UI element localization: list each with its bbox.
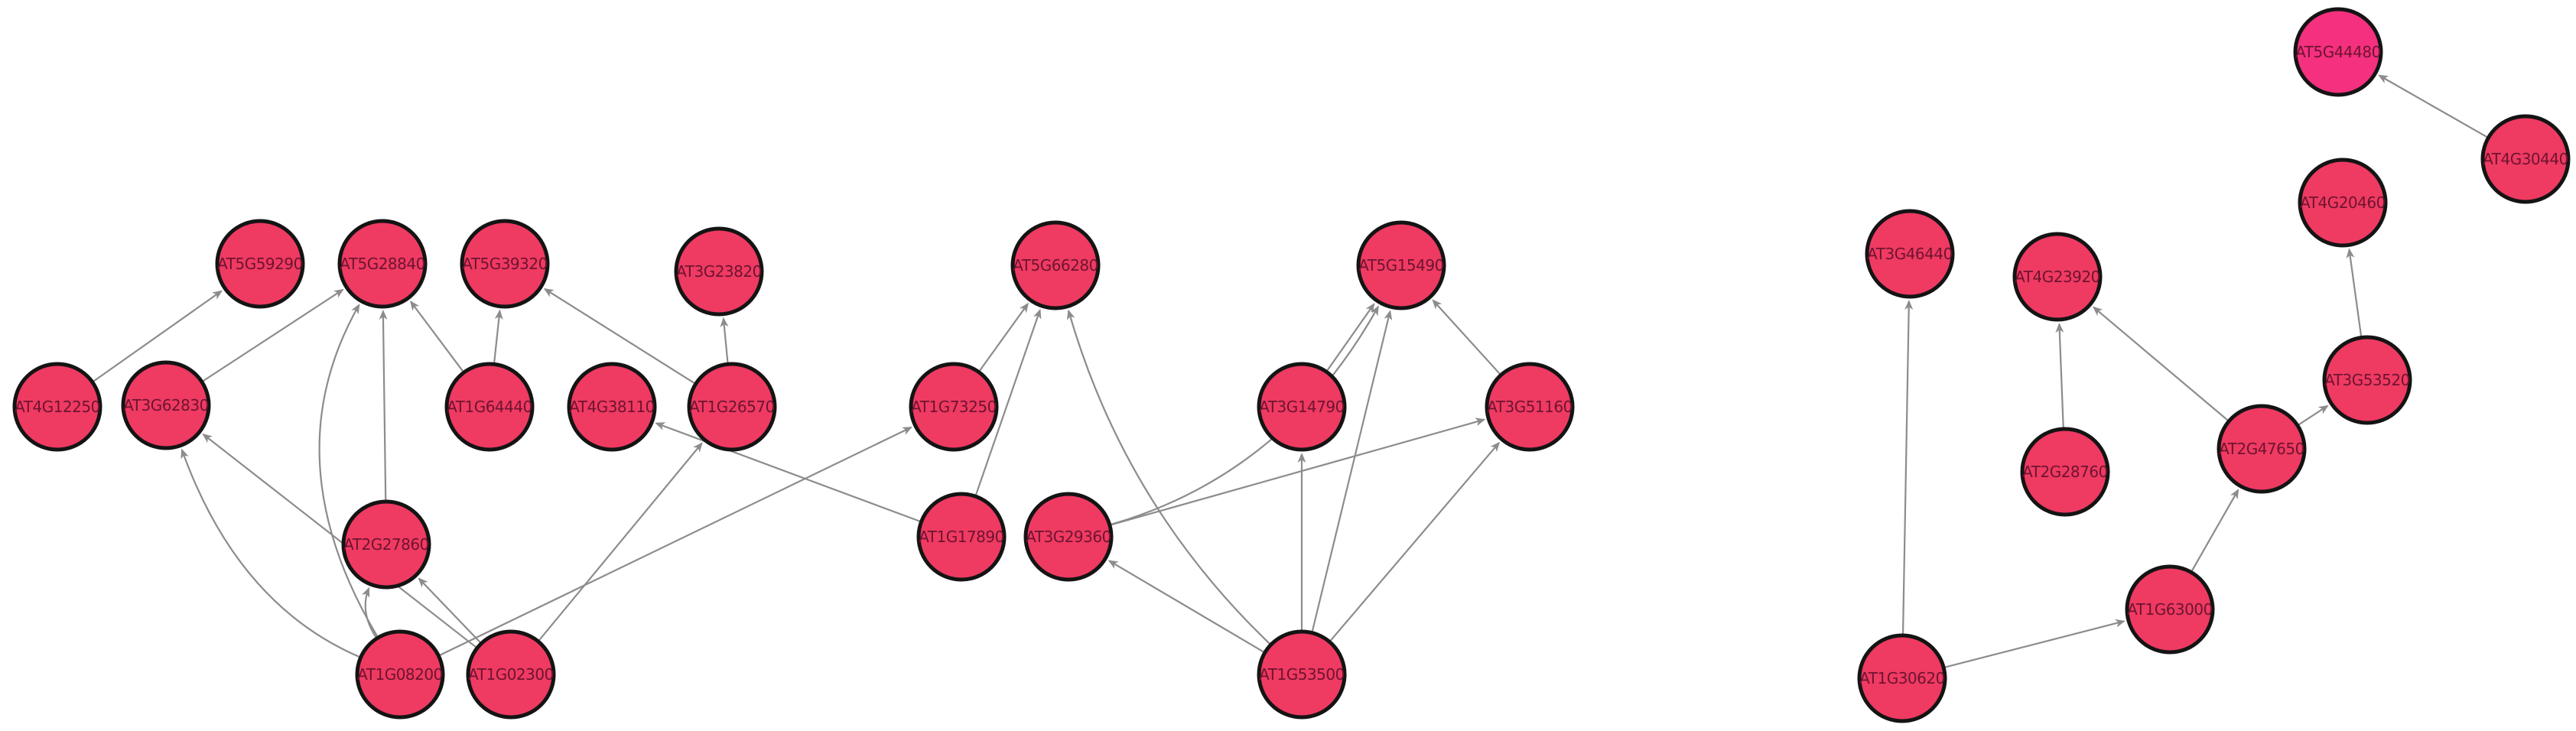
node-AT4G30440[interactable]: AT4G30440 — [2480, 114, 2571, 204]
node-AT1G30620[interactable]: AT1G30620 — [1857, 633, 1947, 723]
edge-AT1G64440-AT5G39320 — [493, 309, 503, 363]
edge-AT2G47650-AT4G23920 — [2092, 306, 2229, 421]
gene-node-circle[interactable] — [2480, 114, 2571, 204]
gene-node-circle[interactable] — [1257, 362, 1347, 452]
node-AT4G12250[interactable]: AT4G12250 — [12, 362, 102, 452]
edge-AT1G73250-AT5G66280 — [978, 302, 1029, 372]
gene-node-circle[interactable] — [2012, 232, 2103, 322]
node-AT5G59290[interactable]: AT5G59290 — [215, 219, 305, 309]
gene-node-circle[interactable] — [466, 629, 556, 720]
gene-node-circle[interactable] — [909, 362, 999, 452]
node-AT1G64440[interactable]: AT1G64440 — [444, 362, 535, 452]
edges-layer — [93, 74, 2488, 668]
edge-AT2G27860-AT5G28840 — [379, 309, 388, 501]
edge-AT1G08200-AT3G62830 — [181, 448, 360, 658]
node-AT1G63000[interactable]: AT1G63000 — [2125, 564, 2215, 655]
gene-node-circle[interactable] — [2322, 335, 2412, 425]
gene-node-circle[interactable] — [1356, 220, 1446, 310]
edge-AT1G53500-AT5G15490 — [1311, 310, 1393, 632]
gene-node-circle[interactable] — [121, 360, 211, 450]
edge-AT1G63000-AT2G47650 — [2191, 489, 2239, 572]
gene-node-circle[interactable] — [674, 226, 764, 317]
edge-AT1G17890-AT5G66280 — [974, 308, 1042, 495]
gene-node-circle[interactable] — [12, 362, 102, 452]
node-AT1G53500[interactable]: AT1G53500 — [1257, 629, 1347, 720]
node-AT2G28760[interactable]: AT2G28760 — [2020, 427, 2110, 517]
node-AT5G39320[interactable]: AT5G39320 — [460, 219, 550, 309]
gene-node-circle[interactable] — [2293, 7, 2383, 97]
gene-node-circle[interactable] — [1857, 633, 1947, 723]
gene-node-circle[interactable] — [337, 219, 428, 309]
node-AT4G23920[interactable]: AT4G23920 — [2012, 232, 2103, 322]
gene-node-circle[interactable] — [444, 362, 535, 452]
node-AT2G27860[interactable]: AT2G27860 — [341, 499, 431, 590]
gene-node-circle[interactable] — [1865, 209, 1955, 299]
edge-AT3G53520-AT4G20460 — [2346, 248, 2363, 336]
edge-AT4G30440-AT5G44480 — [2378, 74, 2488, 138]
node-AT5G44480[interactable]: AT5G44480 — [2293, 7, 2383, 97]
edge-AT3G14790-AT5G15490 — [1326, 303, 1375, 372]
gene-node-circle[interactable] — [567, 362, 657, 452]
node-AT1G26570[interactable]: AT1G26570 — [687, 362, 777, 452]
node-AT5G15490[interactable]: AT5G15490 — [1356, 220, 1446, 310]
edge-AT3G29360-AT3G51160 — [1111, 417, 1486, 526]
edge-AT1G30620-AT1G63000 — [1944, 619, 2126, 668]
edge-AT3G62830-AT5G28840 — [202, 288, 344, 382]
gene-node-circle[interactable] — [2020, 427, 2110, 517]
gene-node-circle[interactable] — [687, 362, 777, 452]
node-AT3G14790[interactable]: AT3G14790 — [1257, 362, 1347, 452]
node-AT3G62830[interactable]: AT3G62830 — [121, 360, 211, 450]
gene-node-circle[interactable] — [2125, 564, 2215, 655]
edge-AT1G17890-AT4G38110 — [655, 422, 921, 522]
gene-node-circle[interactable] — [916, 492, 1007, 582]
gene-node-circle[interactable] — [460, 219, 550, 309]
gene-node-circle[interactable] — [1257, 629, 1347, 720]
edge-AT2G47650-AT3G53520 — [2298, 404, 2329, 426]
edge-AT1G02300-AT2G27860 — [418, 577, 481, 643]
node-AT5G28840[interactable]: AT5G28840 — [337, 219, 428, 309]
node-AT3G53520[interactable]: AT3G53520 — [2322, 335, 2412, 425]
edge-AT1G64440-AT5G28840 — [409, 301, 464, 372]
gene-node-circle[interactable] — [1023, 492, 1114, 582]
node-AT3G46440[interactable]: AT3G46440 — [1865, 209, 1955, 299]
gene-node-circle[interactable] — [215, 219, 305, 309]
edge-AT1G08200-AT5G28840 — [318, 304, 379, 637]
edge-AT1G53500-AT3G51160 — [1329, 441, 1501, 642]
edge-AT1G02300-AT1G26570 — [538, 442, 703, 641]
node-AT4G38110[interactable]: AT4G38110 — [567, 362, 657, 452]
edge-AT3G51160-AT5G15490 — [1432, 299, 1501, 375]
gene-node-circle[interactable] — [355, 629, 445, 720]
node-AT1G08200[interactable]: AT1G08200 — [355, 629, 445, 720]
gene-node-circle[interactable] — [1010, 220, 1101, 310]
edge-AT1G26570-AT3G23820 — [720, 317, 729, 363]
edge-AT2G28760-AT4G23920 — [2055, 322, 2064, 428]
edge-AT1G08200-AT2G27860 — [361, 586, 377, 638]
gene-node-circle[interactable] — [2298, 158, 2388, 248]
edge-AT1G53500-AT5G66280 — [1066, 309, 1270, 645]
node-AT3G23820[interactable]: AT3G23820 — [674, 226, 764, 317]
node-AT1G73250[interactable]: AT1G73250 — [909, 362, 999, 452]
node-AT1G17890[interactable]: AT1G17890 — [916, 492, 1007, 582]
node-AT3G51160[interactable]: AT3G51160 — [1485, 362, 1575, 452]
gene-node-circle[interactable] — [2217, 404, 2307, 494]
edge-AT4G12250-AT5G59290 — [93, 290, 223, 382]
node-AT5G66280[interactable]: AT5G66280 — [1010, 220, 1101, 310]
edge-AT1G30620-AT3G46440 — [1901, 299, 1914, 635]
gene-node-circle[interactable] — [341, 499, 431, 590]
node-AT2G47650[interactable]: AT2G47650 — [2217, 404, 2307, 494]
node-AT4G20460[interactable]: AT4G20460 — [2298, 158, 2388, 248]
edge-AT1G08200-AT1G73250 — [439, 426, 912, 656]
node-AT3G29360[interactable]: AT3G29360 — [1023, 492, 1114, 582]
node-AT1G02300[interactable]: AT1G02300 — [466, 629, 556, 720]
edge-AT1G02300-AT3G62830 — [202, 433, 476, 648]
gene-node-circle[interactable] — [1485, 362, 1575, 452]
edge-AT1G26570-AT5G39320 — [543, 288, 695, 385]
edge-AT1G53500-AT3G29360 — [1107, 560, 1264, 653]
